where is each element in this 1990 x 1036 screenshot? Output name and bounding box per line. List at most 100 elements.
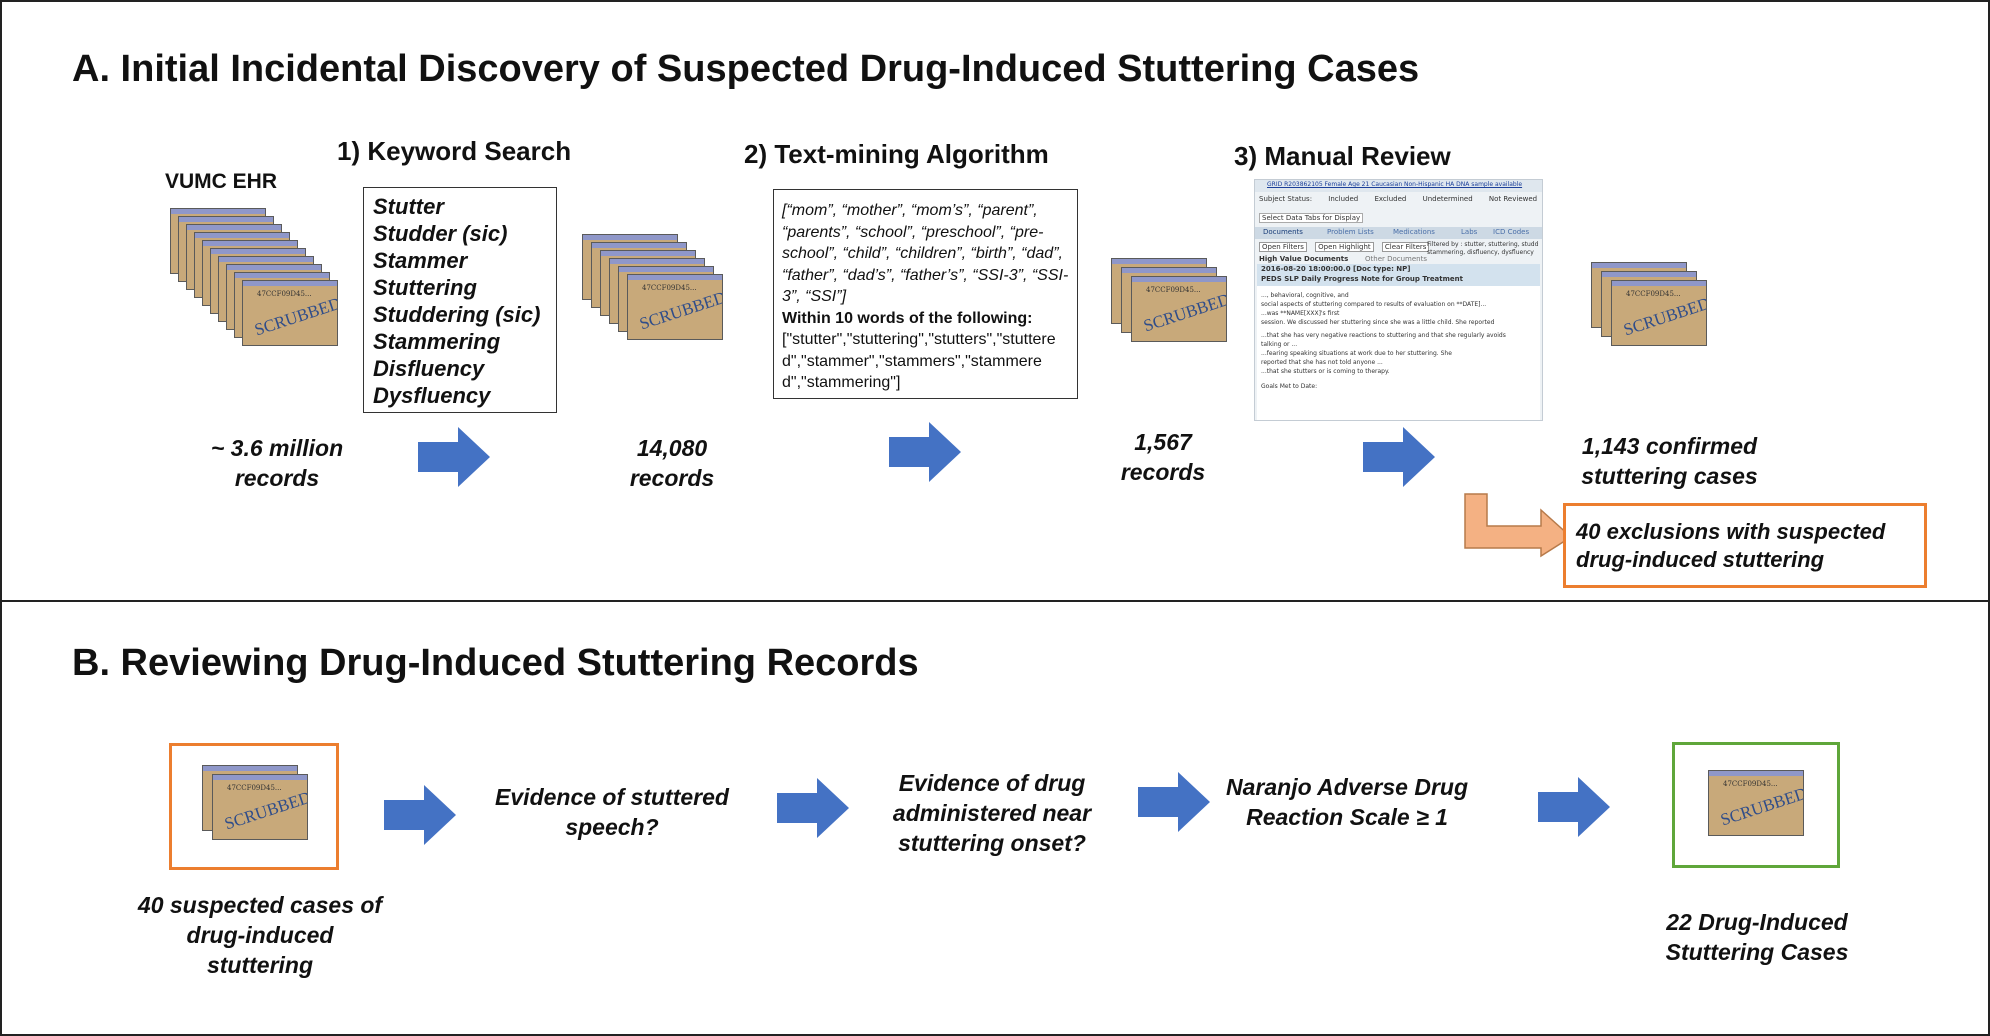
algorithm-proximity-rule: Within 10 words of the following: xyxy=(782,309,1033,327)
arrow-keyword-to-algorithm xyxy=(889,422,961,482)
record-card: 47CCF09D45...SCRUBBED xyxy=(212,774,308,840)
scrubbed-stamp: SCRUBBED xyxy=(1718,783,1804,830)
keyword-item: Stuttering xyxy=(373,275,477,300)
keyword-item: Studdering (sic) xyxy=(373,302,541,327)
count-confirmed-line1: 1,143 confirmed xyxy=(1581,433,1758,459)
status-option-excluded: Excluded xyxy=(1374,195,1407,203)
algorithm-context-terms: [“mom”, “mother”, “mom’s”, “parent”, “pa… xyxy=(782,202,1069,305)
arrow-ehr-to-keyword xyxy=(418,427,490,487)
doc-line: social aspects of stuttering compared to… xyxy=(1261,301,1487,308)
arrow-b-3 xyxy=(1138,772,1210,832)
filter-text-2: stammering, disfluency, dysfluency xyxy=(1427,249,1534,256)
record-card: 47CCF09D45...SCRUBBED xyxy=(627,274,723,340)
screenshot-select: Select Data Tabs for Display xyxy=(1259,213,1364,223)
record-card-id: 47CCF09D45... xyxy=(1626,290,1681,298)
doc-line: ..., behavioral, cognitive, and xyxy=(1261,292,1349,299)
count-confirmed-line2: stuttering cases xyxy=(1581,463,1758,489)
count-keyword-line1: 14,080 xyxy=(636,435,708,461)
scrubbed-stamp: SCRUBBED xyxy=(222,787,308,834)
q1-line1: Evidence of stuttered xyxy=(495,784,729,810)
record-card-id: 47CCF09D45... xyxy=(1723,780,1778,788)
panel-b-title: B. Reviewing Drug-Induced Stuttering Rec… xyxy=(72,642,919,684)
final-line2: Stuttering Cases xyxy=(1665,939,1849,965)
doc-line: ...that she stutters or is coming to the… xyxy=(1261,368,1390,375)
final-cases-label: 22 Drug-Induced Stuttering Cases xyxy=(1602,907,1912,967)
record-card-id: 47CCF09D45... xyxy=(227,784,282,792)
record-card: 47CCF09D45...SCRUBBED xyxy=(1131,276,1227,342)
count-algorithm-line2: records xyxy=(1120,459,1206,485)
q2-line2: administered near xyxy=(892,800,1092,826)
keyword-item: Studder (sic) xyxy=(373,221,508,246)
screenshot-status-row: Subject Status: Included Excluded Undete… xyxy=(1259,195,1537,203)
doc-line: ...that she has very negative reactions … xyxy=(1261,332,1506,339)
doc-line: Goals Met to Date: xyxy=(1261,383,1318,390)
question-drug-near-onset: Evidence of drug administered near stutt… xyxy=(847,768,1137,858)
status-option-included: Included xyxy=(1328,195,1359,203)
exclusion-line1: 40 exclusions with suspected xyxy=(1576,519,1886,544)
status-option-not-reviewed: Not Reviewed xyxy=(1488,195,1538,203)
algorithm-box: [“mom”, “mother”, “mom’s”, “parent”, “pa… xyxy=(773,189,1078,399)
q3-line2: Reaction Scale ≥ 1 xyxy=(1246,804,1448,830)
ehr-label: VUMC EHR xyxy=(165,170,278,193)
count-ehr-records: ~ 3.6 million records xyxy=(187,433,367,493)
arrow-b-2 xyxy=(777,778,849,838)
clear-filters-button: Clear Filters xyxy=(1381,242,1430,252)
open-filters-button: Open Filters xyxy=(1259,242,1307,252)
doc-line: session. We discussed her stuttering sin… xyxy=(1261,319,1495,326)
screenshot-button-row: Open Filters Open Highlight Clear Filter… xyxy=(1259,242,1430,252)
scrubbed-stamp: SCRUBBED xyxy=(252,293,338,340)
suspected-cases-label: 40 suspected cases of drug-induced stutt… xyxy=(115,890,405,980)
screenshot-subject-status: Subject Status: xyxy=(1259,195,1313,203)
document-pane: 2016-08-20 18:00:00.0 [Doc type: NP] PED… xyxy=(1257,264,1540,420)
question-naranjo-scale: Naranjo Adverse Drug Reaction Scale ≥ 1 xyxy=(1197,772,1497,832)
q1-line2: speech? xyxy=(565,814,659,840)
q3-line1: Naranjo Adverse Drug xyxy=(1226,774,1468,800)
record-card: 47CCF09D45...SCRUBBED xyxy=(1708,770,1804,836)
subtab-other: Other Documents xyxy=(1365,255,1428,263)
arrow-b-1 xyxy=(384,785,456,845)
tab-icd-codes: ICD Codes xyxy=(1493,228,1530,236)
status-option-undetermined: Undetermined xyxy=(1422,195,1473,203)
doc-date: 2016-08-20 18:00:00.0 [Doc type: NP] xyxy=(1261,265,1411,273)
count-ehr-line2: records xyxy=(234,465,320,491)
record-card: 47CCF09D45...SCRUBBED xyxy=(1611,280,1707,346)
count-keyword-line2: records xyxy=(629,465,715,491)
step-1-title: 1) Keyword Search xyxy=(337,136,572,166)
keyword-item: Stammering xyxy=(373,329,501,354)
filter-text: Filtered by : stutter, stuttering, studd xyxy=(1427,241,1539,248)
suspected-line3: stuttering xyxy=(206,952,314,978)
subtab-high-value: High Value Documents xyxy=(1259,255,1349,263)
suspected-line2: drug-induced xyxy=(186,922,334,948)
record-card-id: 47CCF09D45... xyxy=(1146,286,1201,294)
algorithm-stutter-terms: ["stutter","stuttering","stutters","stut… xyxy=(782,331,1056,391)
q2-line1: Evidence of drug xyxy=(898,770,1086,796)
question-stuttered-speech: Evidence of stuttered speech? xyxy=(467,782,757,842)
record-card: 47CCF09D45...SCRUBBED xyxy=(242,280,338,346)
scrubbed-stamp: SCRUBBED xyxy=(637,287,723,334)
keyword-item: Stutter xyxy=(373,194,444,219)
exclusion-line2: drug-induced stuttering xyxy=(1576,547,1825,572)
step-3-title: 3) Manual Review xyxy=(1234,141,1451,171)
scrubbed-stamp: SCRUBBED xyxy=(1621,293,1707,340)
count-algorithm-line1: 1,567 xyxy=(1134,429,1192,455)
panel-b: B. Reviewing Drug-Induced Stuttering Rec… xyxy=(0,600,1990,1036)
tab-problem-lists: Problem Lists xyxy=(1327,228,1374,236)
tab-medications: Medications xyxy=(1393,228,1435,236)
count-keyword-records: 14,080 records xyxy=(582,433,762,493)
manual-review-screenshot: GRID R203862105 Female Age 21 Caucasian … xyxy=(1254,179,1543,421)
panel-a: A. Initial Incidental Discovery of Suspe… xyxy=(0,0,1990,602)
screenshot-header: GRID R203862105 Female Age 21 Caucasian … xyxy=(1267,181,1523,188)
count-ehr-line1: ~ 3.6 million xyxy=(210,435,344,461)
exclusion-bent-arrow xyxy=(1464,493,1573,558)
tab-documents: Documents xyxy=(1263,228,1303,236)
scrubbed-stamp: SCRUBBED xyxy=(1141,289,1227,336)
record-card-id: 47CCF09D45... xyxy=(257,290,312,298)
tab-labs: Labs xyxy=(1461,228,1478,236)
panel-a-title: A. Initial Incidental Discovery of Suspe… xyxy=(72,48,1420,90)
doc-title: PEDS SLP Daily Progress Note for Group T… xyxy=(1261,275,1464,283)
arrow-b-4 xyxy=(1538,777,1610,837)
doc-line: reported that she has not told anyone ..… xyxy=(1261,359,1383,366)
doc-line: talking or ... xyxy=(1261,341,1298,348)
